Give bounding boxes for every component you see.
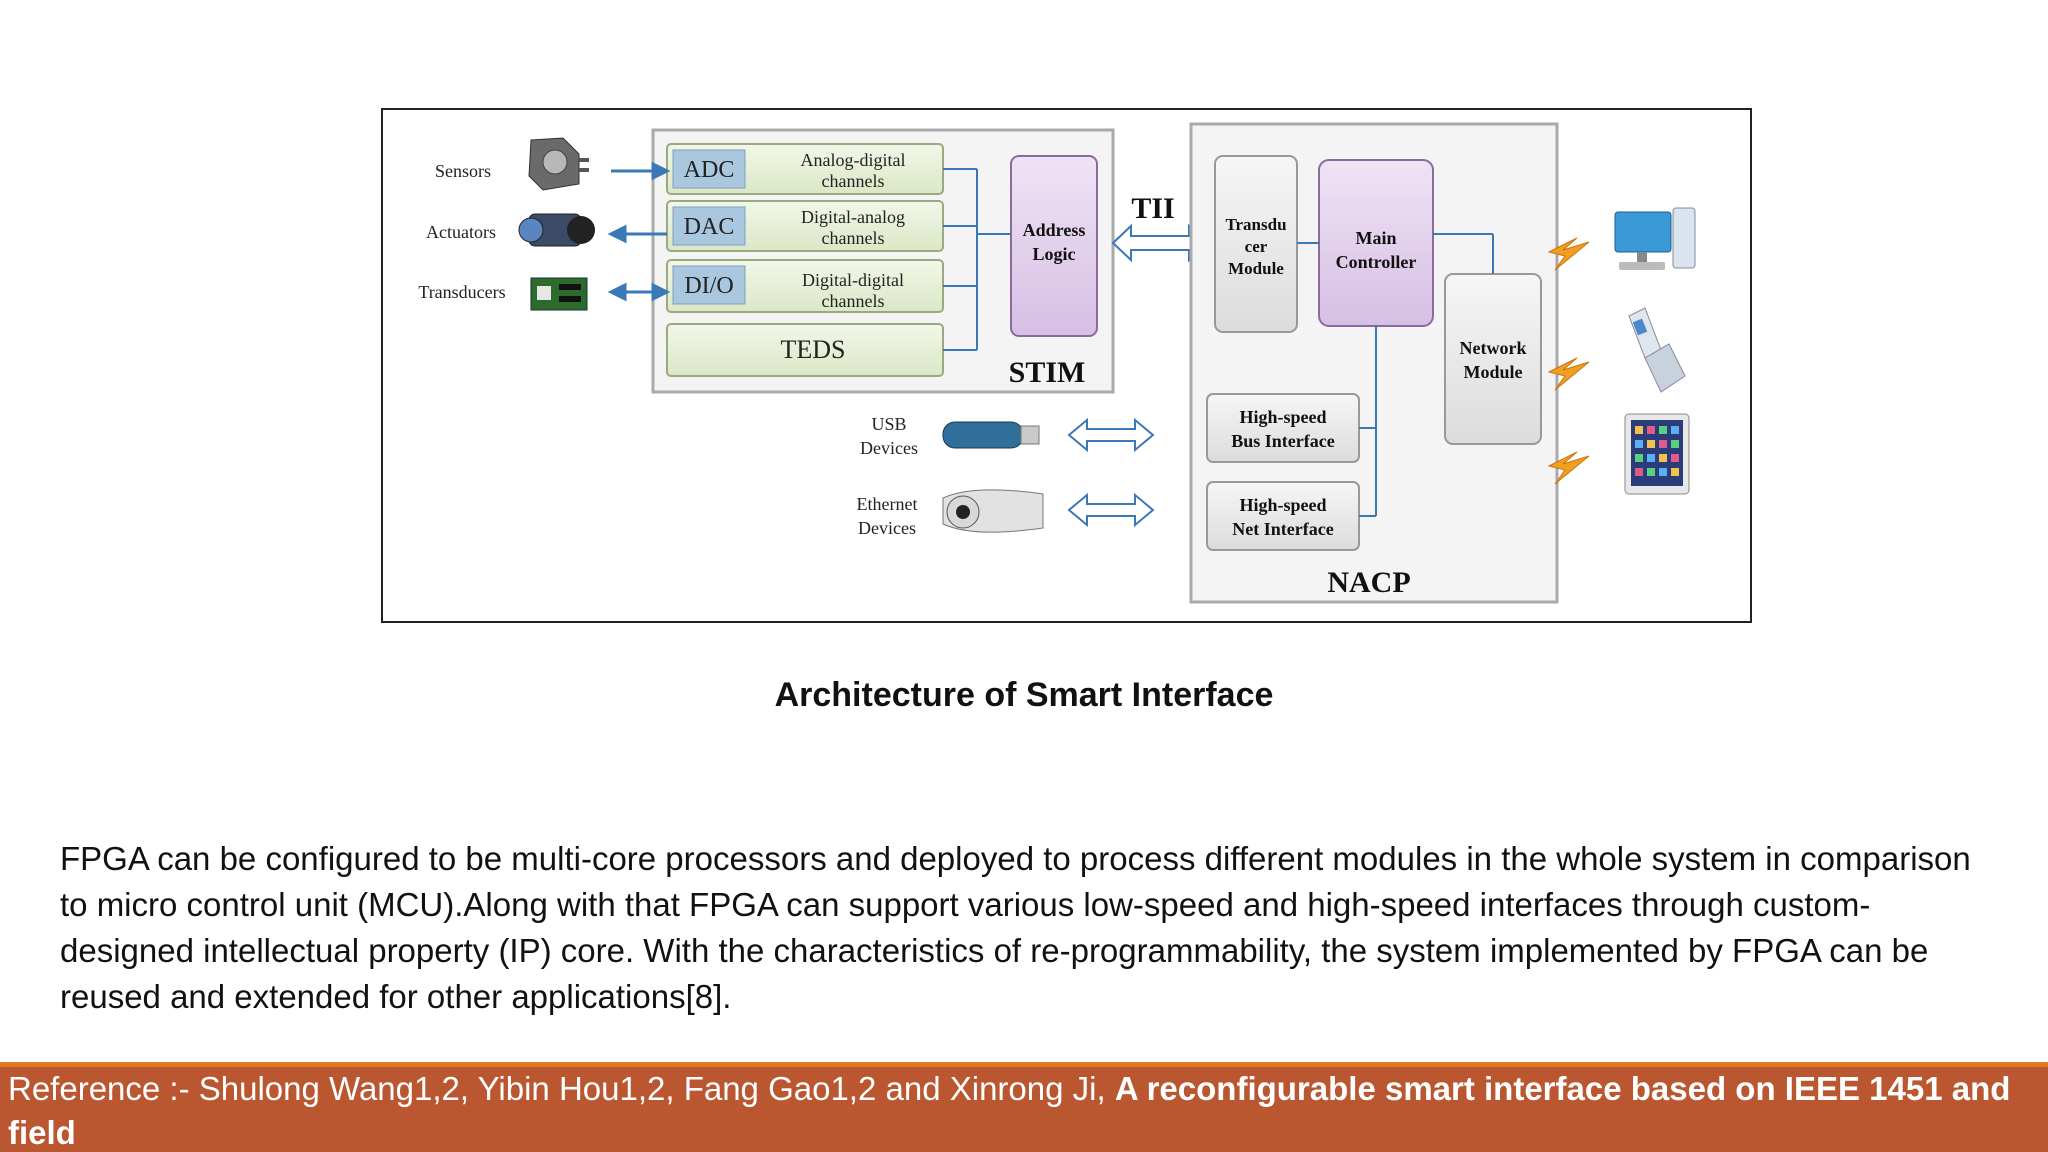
network-module-block: Network Module: [1444, 273, 1542, 445]
net-interface-block: High-speed Net Interface: [1206, 481, 1360, 551]
address-logic-line2: Logic: [1033, 244, 1076, 264]
ethernet-label-line2: Devices: [858, 518, 916, 538]
tii-label: TII: [1131, 192, 1174, 225]
adc-channel: ADC Analog-digital channels: [666, 143, 944, 195]
wireless-bolts: [1547, 237, 1590, 485]
actuator-icon: [518, 213, 595, 247]
actuators-label: Actuators: [426, 222, 496, 242]
dac-desc-line1: Digital-analog: [801, 207, 905, 227]
network-module-line1: Network: [1460, 338, 1527, 358]
figure-caption: Architecture of Smart Interface: [774, 676, 1274, 714]
adc-desc-line2: channels: [822, 171, 885, 191]
ethernet-arrow: [1067, 492, 1155, 528]
transducer-board-icon: [530, 277, 588, 311]
transducer-module-line1: Transdu: [1225, 215, 1286, 234]
body-paragraph: FPGA can be configured to be multi-core …: [60, 840, 1971, 1015]
reference-bar: Reference :- Shulong Wang1,2, Yibin Hou1…: [0, 1062, 2048, 1152]
adc-desc-line1: Analog-digital: [801, 150, 906, 170]
network-module-line2: Module: [1463, 362, 1522, 382]
dio-label: DI/O: [684, 273, 733, 299]
transducer-module-line2: cer: [1245, 237, 1268, 256]
ethernet-label-line1: Ethernet: [857, 494, 918, 514]
transducers-label: Transducers: [418, 282, 505, 302]
sensor-icon: [528, 137, 589, 191]
teds-label: TEDS: [781, 335, 846, 364]
usb-stick-icon: [942, 421, 1040, 449]
main-controller-block: Main Controller: [1318, 159, 1434, 327]
reference-title: A reconfigurable smart interface based o…: [8, 1070, 2011, 1151]
usb-label-line2: Devices: [860, 438, 918, 458]
nacp-connector-lines: [1297, 233, 1494, 517]
desktop-computer-icon: [1614, 207, 1696, 270]
address-logic-block: Address Logic: [1010, 155, 1098, 337]
stim-label: STIM: [1009, 356, 1086, 389]
nacp-label: NACP: [1327, 566, 1410, 599]
adc-label: ADC: [684, 157, 735, 183]
net-interface-line1: High-speed: [1239, 495, 1326, 515]
main-controller-line2: Controller: [1336, 252, 1417, 272]
bus-interface-line2: Bus Interface: [1231, 431, 1334, 451]
dac-channel: DAC Digital-analog channels: [666, 200, 944, 252]
main-controller-line1: Main: [1355, 228, 1396, 248]
dac-desc-line2: channels: [822, 228, 885, 248]
architecture-diagram: ADC Analog-digital channels DAC Digital-…: [381, 108, 1752, 623]
address-logic-line1: Address: [1023, 220, 1086, 240]
mobile-phone-icon: [1628, 307, 1686, 393]
bus-interface-line1: High-speed: [1239, 407, 1326, 427]
transducer-module-line3: Module: [1228, 259, 1284, 278]
wireless-bolt-icon: [1547, 357, 1590, 391]
dio-desc-line1: Digital-digital: [802, 270, 904, 290]
reference-authors: Reference :- Shulong Wang1,2, Yibin Hou1…: [8, 1070, 1115, 1107]
camera-icon: [942, 489, 1044, 533]
transducer-module-block: Transdu cer Module: [1214, 155, 1298, 333]
usb-arrow: [1067, 417, 1155, 453]
teds-box: TEDS: [666, 323, 944, 377]
dio-desc-line2: channels: [822, 291, 885, 311]
net-interface-line2: Net Interface: [1232, 519, 1333, 539]
tablet-icon: [1624, 413, 1690, 495]
device-arrows: [607, 161, 671, 302]
bus-interface-block: High-speed Bus Interface: [1206, 393, 1360, 463]
wireless-bolt-icon: [1547, 451, 1590, 485]
dio-channel: DI/O Digital-digital channels: [666, 259, 944, 313]
sensors-label: Sensors: [435, 161, 491, 181]
usb-label-line1: USB: [871, 414, 906, 434]
wireless-bolt-icon: [1547, 237, 1590, 271]
dac-label: DAC: [684, 214, 735, 240]
channel-connector-lines: [943, 168, 1011, 351]
diagram-svg: ADC Analog-digital channels DAC Digital-…: [418, 122, 1696, 604]
